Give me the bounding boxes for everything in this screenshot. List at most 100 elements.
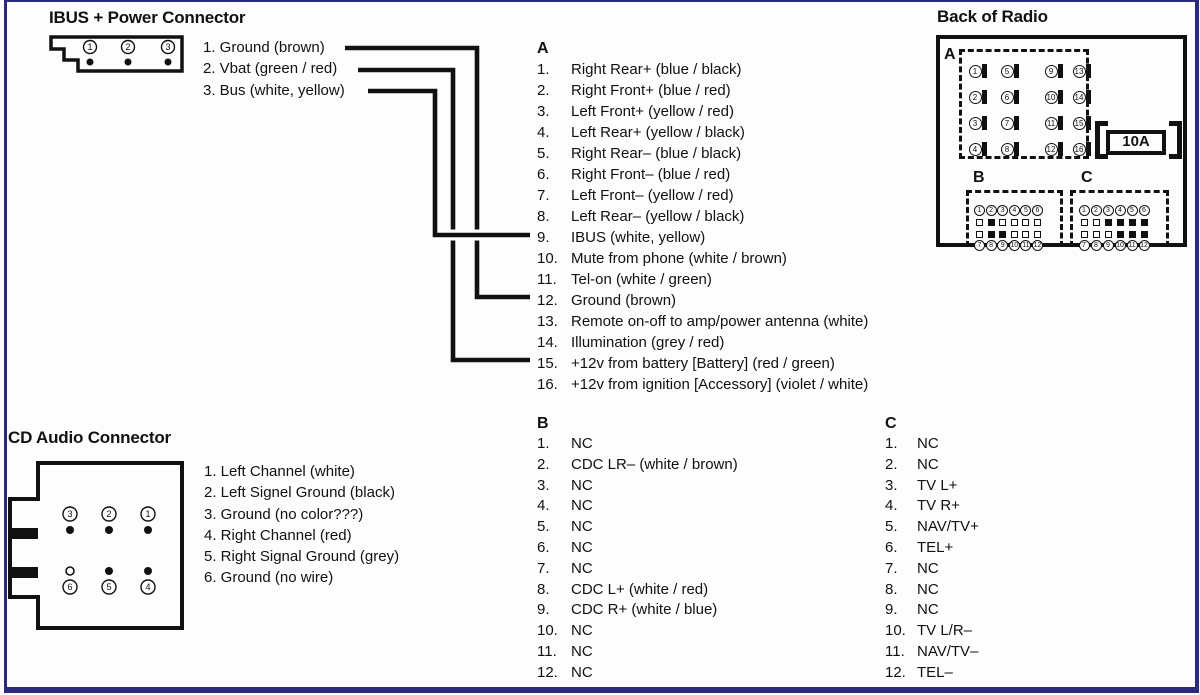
radio-pin-circle: 11	[1020, 239, 1032, 251]
pinout-row-number: 1.	[537, 435, 550, 452]
radio-pin-square-connected	[1128, 218, 1136, 226]
pinout-row-number: 14.	[537, 334, 558, 351]
ibus-pin-circle	[120, 39, 136, 55]
pinout-row-label: TV L/R–	[917, 622, 973, 640]
pinout-row: 6.TEL+	[879, 538, 979, 559]
radio-pin-square-nc	[1092, 230, 1100, 238]
radio-pin-circle: 6	[1138, 204, 1150, 216]
pinout-row: 2.Right Front+ (blue / red)	[531, 80, 868, 101]
radio-pin-circle: 1	[1078, 204, 1090, 216]
ibus-section-title: IBUS + Power Connector	[49, 8, 246, 27]
pinout-row-number: 9.	[885, 601, 898, 619]
cd-pin-dot	[144, 567, 152, 575]
pinout-row: 7.NC	[531, 559, 738, 580]
pinout-row: 10. TV L/R–	[879, 621, 979, 642]
radio-pin-circle: 14	[1072, 90, 1086, 104]
pinout-row-label: NC	[917, 580, 939, 598]
cd-pin-dot-open	[65, 566, 75, 576]
pinout-row: 10.NC	[531, 621, 738, 642]
radio-pin-bar	[1086, 142, 1091, 156]
pinout-row-number: 16.	[537, 376, 558, 393]
pinout-row-number: 4.	[537, 497, 550, 515]
pinout-row-number: 1.	[537, 61, 550, 78]
pinout-row-number: 12.	[537, 663, 558, 681]
pinout-row-label: NC	[571, 663, 593, 681]
cd-pin-number: 5	[106, 582, 111, 592]
radio-pin-circle: 1	[974, 204, 985, 216]
pinout-row: 2.CDC LR– (white / brown)	[531, 455, 738, 476]
pinout-row-label: TEL+	[917, 538, 954, 556]
pinout-row-label: Right Front+ (blue / red)	[571, 82, 731, 99]
radio-pin-square-connected	[1140, 230, 1148, 238]
radio-pin-square-nc	[1010, 218, 1018, 226]
pinout-row-number: 5.	[537, 145, 550, 162]
ibus-pin-labels: 1. Ground (brown)2. Vbat (green / red)3.…	[203, 37, 345, 101]
pinout-row: 4.TV R+	[879, 496, 979, 517]
back-of-radio-title: Back of Radio	[937, 7, 1048, 26]
pinout-row-label: TEL–	[917, 663, 953, 681]
pinout-row-label: Right Rear+ (blue / black)	[571, 61, 742, 78]
radio-connector-c-label: C	[1081, 169, 1093, 186]
ibus-connector-outline	[49, 35, 184, 73]
radio-connector-a-label: A	[944, 46, 956, 63]
pinout-row-number: 10.	[885, 622, 906, 640]
radio-pin-circle: 5	[1020, 204, 1032, 216]
pinout-row-label: Left Front+ (yellow / red)	[571, 103, 734, 120]
radio-pin-square-nc	[1022, 218, 1030, 226]
radio-pin-circle: 15	[1072, 116, 1086, 130]
pinout-row-label: Left Front– (yellow / red)	[571, 187, 734, 204]
radio-pin-bar	[1014, 64, 1019, 78]
cd-pin-circle	[101, 579, 117, 595]
cd-pin-number: 4	[145, 582, 150, 592]
pinout-row: 11.NC	[531, 642, 738, 663]
cd-section-title: CD Audio Connector	[8, 428, 171, 447]
radio-pin-circle: 7	[1078, 239, 1090, 251]
pinout-c-header: C	[885, 415, 897, 432]
pinout-row: 8.NC	[879, 580, 979, 601]
pinout-row: 5.NC	[531, 517, 738, 538]
ibus-connector-drawing: 1 2 3	[49, 35, 184, 73]
pinout-row: 1.NC	[531, 434, 738, 455]
pinout-row-label: NC	[917, 601, 939, 619]
cd-pin-circle	[101, 506, 117, 522]
pinout-row-number: 11.	[537, 642, 557, 660]
pinout-row-number: 11.	[537, 271, 557, 288]
pinout-column-a: A 1.Right Rear+ (blue / black)2.Right Fr…	[531, 38, 868, 395]
radio-pin-circle: 2	[968, 90, 982, 104]
ibus-pin-dot	[124, 58, 132, 66]
cd-pin-circle	[62, 506, 78, 522]
connector-pin-label: 3. Bus (white, yellow)	[203, 81, 345, 99]
pinout-row-label: TV L+	[917, 476, 958, 494]
ibus-pin-number: 2	[125, 42, 130, 52]
radio-pin-square-nc	[1010, 230, 1018, 238]
radio-pin-circle: 2	[1090, 204, 1102, 216]
pinout-row: 11.NAV/TV–	[879, 642, 979, 663]
pinout-row: 11. Tel-on (white / green)	[531, 269, 868, 290]
pinout-row-number: 5.	[885, 518, 898, 536]
radio-pin-square-connected	[999, 230, 1007, 238]
pinout-row-label: Right Front– (blue / red)	[571, 166, 731, 183]
pinout-row-number: 9.	[537, 601, 550, 619]
pinout-row-number: 3.	[537, 103, 550, 120]
radio-pin-bar	[982, 116, 987, 130]
pinout-row-number: 13.	[537, 313, 558, 330]
pinout-row-label: Tel-on (white / green)	[571, 271, 712, 288]
pinout-row: 3.TV L+	[879, 476, 979, 497]
pinout-row-label: NC	[571, 518, 593, 536]
radio-pin-circle: 8	[1000, 142, 1014, 156]
radio-pin-square-nc	[1104, 230, 1112, 238]
pinout-row-number: 7.	[885, 559, 898, 577]
radio-pin-circle: 2	[985, 204, 997, 216]
cd-pin-circle	[62, 579, 78, 595]
radio-pin-circle: 7	[1000, 116, 1014, 130]
connector-pin-label: 1. Left Channel (white)	[204, 463, 355, 480]
ibus-pin-number: 1	[87, 42, 92, 52]
pinout-row-label: Mute from phone (white / brown)	[571, 250, 787, 267]
pinout-row-label: Right Rear– (blue / black)	[571, 145, 742, 162]
pinout-a-rows: 1. Right Rear+ (blue / black) 2.Right Fron…	[531, 59, 868, 395]
